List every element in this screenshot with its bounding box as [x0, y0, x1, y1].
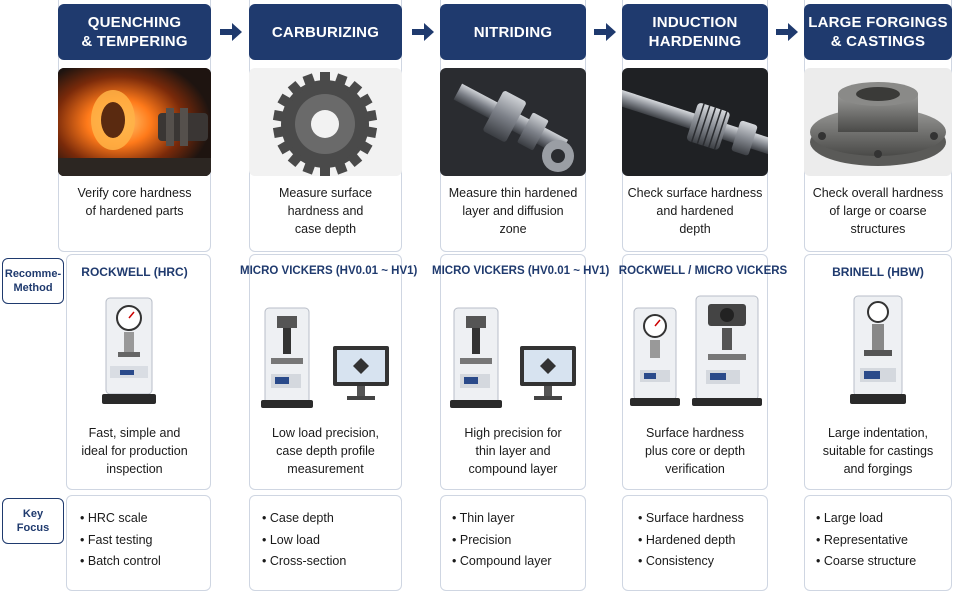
column-4-machine-image [622, 288, 768, 412]
column-1-photo [58, 68, 211, 176]
column-3-photo [440, 68, 586, 176]
focus-item: Thin layer [452, 508, 582, 530]
column-4-method-box [622, 254, 768, 490]
column-3-focus-box [440, 495, 586, 591]
focus-item: HRC scale [80, 508, 208, 530]
column-2-purpose: Measure surface hardness and case depth [278, 186, 373, 236]
column-1-description: Fast, simple and ideal for production in… [81, 426, 188, 476]
focus-item: Compound layer [452, 551, 582, 573]
column-2-header: CARBURIZING [249, 4, 402, 60]
column-5-photo [804, 68, 952, 176]
arrow-right-icon [412, 23, 434, 41]
column-2-focus-box [249, 495, 402, 591]
column-1-purpose: Verify core hardness of hardened parts [77, 186, 192, 218]
column-1-method: ROCKWELL (HRC) [81, 265, 188, 279]
column-4-focus-list: Surface hardness Hardened depth Consiste… [638, 508, 766, 573]
focus-item: Surface hardness [638, 508, 766, 530]
column-5-purpose: Check overall hardness of large or coars… [812, 186, 944, 236]
focus-item: Fast testing [80, 530, 208, 552]
column-2-focus-list: Case depth Low load Cross-section [262, 508, 397, 573]
side-label-focus: Key Focus [2, 498, 64, 544]
column-2-description: Low load precision, case depth profile m… [271, 426, 379, 476]
column-3-method-box [440, 254, 586, 490]
column-4-photo [622, 68, 768, 176]
column-3-description: High precision for thin layer and compou… [464, 426, 562, 476]
arrow-right-icon [594, 23, 616, 41]
column-3-method: MICRO VICKERS (HV0.01 ~ HV1) [432, 265, 610, 277]
focus-item: Cross-section [262, 551, 397, 573]
column-4-focus-box [622, 495, 768, 591]
focus-item: Large load [816, 508, 950, 530]
column-3-purpose: Measure thin hardened layer and diffusio… [448, 186, 578, 236]
column-2-photo [249, 68, 402, 176]
column-1-method-box [66, 254, 211, 490]
column-2-method: MICRO VICKERS (HV0.01 ~ HV1) [240, 265, 418, 277]
focus-item: Coarse structure [816, 551, 950, 573]
column-3-focus-list: Thin layer Precision Compound layer [452, 508, 582, 573]
column-2-machine-image [249, 288, 402, 412]
column-5-focus-list: Large load Representative Coarse structu… [816, 508, 950, 573]
column-4-method: ROCKWELL / MICRO VICKERS [618, 265, 788, 277]
column-3-header: NITRIDING [440, 4, 586, 60]
side-label-method: Recomme- Method [2, 258, 64, 304]
column-1-focus-box [66, 495, 211, 591]
focus-item: Precision [452, 530, 582, 552]
focus-item: Consistency [638, 551, 766, 573]
column-4-purpose: Check surface hardness and hardened dept… [627, 186, 763, 236]
focus-item: Batch control [80, 551, 208, 573]
focus-item: Hardened depth [638, 530, 766, 552]
column-5-header: LARGE FORGINGS & CASTINGS [804, 4, 952, 60]
focus-item: Case depth [262, 508, 397, 530]
focus-item: Representative [816, 530, 950, 552]
column-4-description: Surface hardness plus core or depth veri… [644, 426, 746, 476]
arrow-right-icon [220, 23, 242, 41]
column-5-focus-box [804, 495, 952, 591]
column-2-method-box [249, 254, 402, 490]
column-5-description: Large indentation, suitable for castings… [822, 426, 934, 476]
column-4-header: INDUCTION HARDENING [622, 4, 768, 60]
column-5-machine-image [804, 288, 952, 412]
column-3-machine-image [440, 288, 586, 412]
column-5-method-box [804, 254, 952, 490]
column-1-machine-image [58, 288, 211, 412]
focus-item: Low load [262, 530, 397, 552]
column-1-focus-list: HRC scale Fast testing Batch control [80, 508, 208, 573]
column-5-method: BRINELL (HBW) [832, 265, 924, 279]
arrow-right-icon [776, 23, 798, 41]
column-1-header: QUENCHING & TEMPERING [58, 4, 211, 60]
